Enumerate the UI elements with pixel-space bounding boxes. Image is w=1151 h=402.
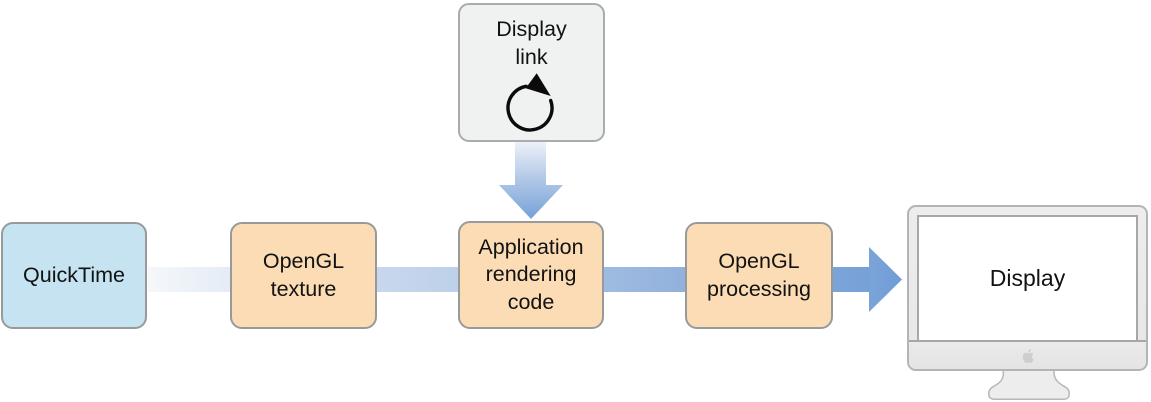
node-application-rendering-code: Application rendering code [458, 221, 604, 329]
display-monitor: Display [907, 205, 1148, 371]
display-link-arrowhead-icon [499, 185, 563, 219]
monitor-screen: Display [917, 215, 1138, 342]
node-quicktime: QuickTime [1, 222, 147, 329]
monitor-chin [909, 340, 1146, 369]
node-opengl-texture-label: OpenGL texture [262, 248, 345, 301]
node-quicktime-label: QuickTime [23, 262, 125, 287]
display-link-arrow-shaft [515, 142, 546, 186]
display-label: Display [989, 265, 1066, 291]
apple-logo-icon [1022, 349, 1034, 363]
node-display-link: Display link [458, 3, 605, 142]
node-application-rendering-code-label: Application rendering code [478, 234, 584, 314]
node-opengl-processing-label: OpenGL processing [707, 248, 811, 301]
monitor-stand [988, 369, 1070, 400]
flow-arrowhead-right-icon [869, 247, 902, 312]
circular-arrow-loop-icon [505, 73, 554, 132]
node-opengl-texture: OpenGL texture [230, 222, 377, 329]
node-display-link-label: Display link [496, 17, 567, 69]
node-opengl-processing: OpenGL processing [685, 222, 833, 329]
